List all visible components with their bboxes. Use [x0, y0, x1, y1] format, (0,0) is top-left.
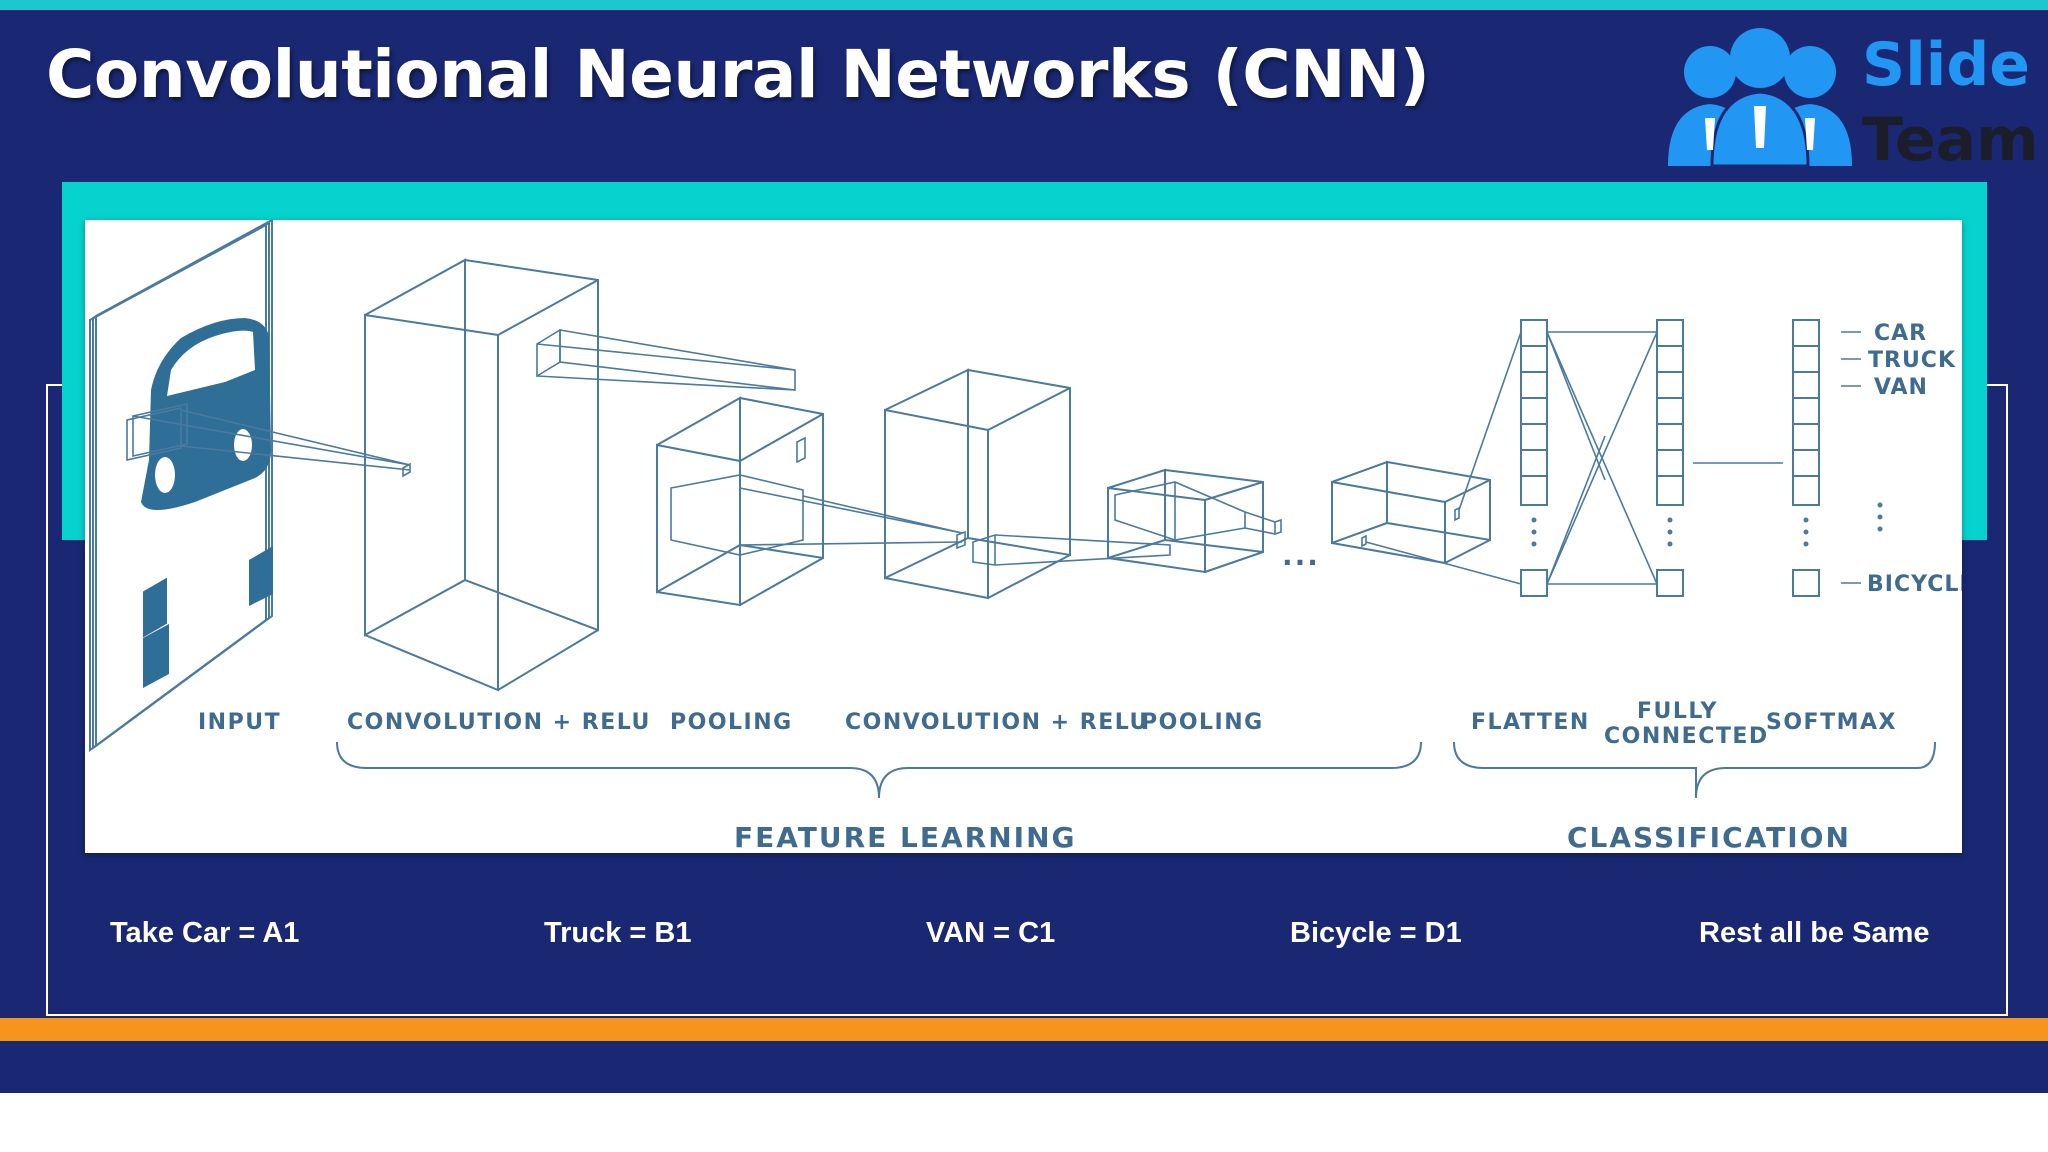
- cnn-diagram: ...: [85, 220, 1962, 853]
- pool1-volume: [656, 396, 824, 607]
- stage-label-connected: CONNECTED: [1604, 724, 1769, 749]
- slide-title: Convolutional Neural Networks (CNN): [46, 36, 1430, 113]
- caption-bicycle: Bicycle = D1: [1290, 917, 1462, 949]
- ellipsis-label: ...: [1282, 539, 1320, 572]
- stage-label-pool2: POOLING: [1141, 710, 1264, 735]
- stage-label-conv2: CONVOLUTION + RELU: [845, 710, 1149, 735]
- output-label-truck: TRUCK: [1868, 348, 1956, 373]
- pool2-volume: [1107, 468, 1282, 574]
- people-group-icon: [1668, 28, 1852, 168]
- caption-car: Take Car = A1: [110, 917, 300, 949]
- stage-label-pool1: POOLING: [670, 710, 793, 735]
- output-label-van: VAN: [1874, 375, 1928, 400]
- feature-learning-brace: [336, 741, 1422, 799]
- input-image: [89, 220, 273, 752]
- classification-brace: [1453, 741, 1936, 799]
- top-accent-line: [0, 0, 2048, 10]
- output-label-car: CAR: [1874, 321, 1927, 346]
- softmax-column: [1792, 319, 1820, 597]
- logo-text-team: Team: [1862, 105, 2039, 175]
- caption-rest: Rest all be Same: [1699, 917, 1930, 949]
- conv1-volume: [364, 258, 599, 692]
- flatten-column: [1520, 319, 1548, 597]
- conv2-volume: [884, 368, 1071, 600]
- stage-label-softmax: SOFTMAX: [1766, 710, 1897, 735]
- stage-label-flatten: FLATTEN: [1471, 710, 1590, 735]
- stage-label-fully: FULLY: [1637, 699, 1718, 724]
- orange-accent-bar: [0, 1018, 2048, 1041]
- slide: Convolutional Neural Networks (CNN) Slid…: [0, 0, 2048, 1093]
- output-label-bicycle: BICYCLE: [1867, 572, 1962, 597]
- caption-van: VAN = C1: [926, 917, 1056, 949]
- group-label-feature-learning: FEATURE LEARNING: [734, 821, 1077, 853]
- flatten-volume: [1331, 460, 1491, 565]
- caption-truck: Truck = B1: [544, 917, 692, 949]
- fully-connected-column: [1656, 319, 1684, 597]
- logo-text-slide: Slide: [1862, 30, 2030, 100]
- stage-label-input: INPUT: [198, 710, 281, 735]
- stage-label-conv1: CONVOLUTION + RELU: [347, 710, 651, 735]
- group-label-classification: CLASSIFICATION: [1567, 821, 1851, 853]
